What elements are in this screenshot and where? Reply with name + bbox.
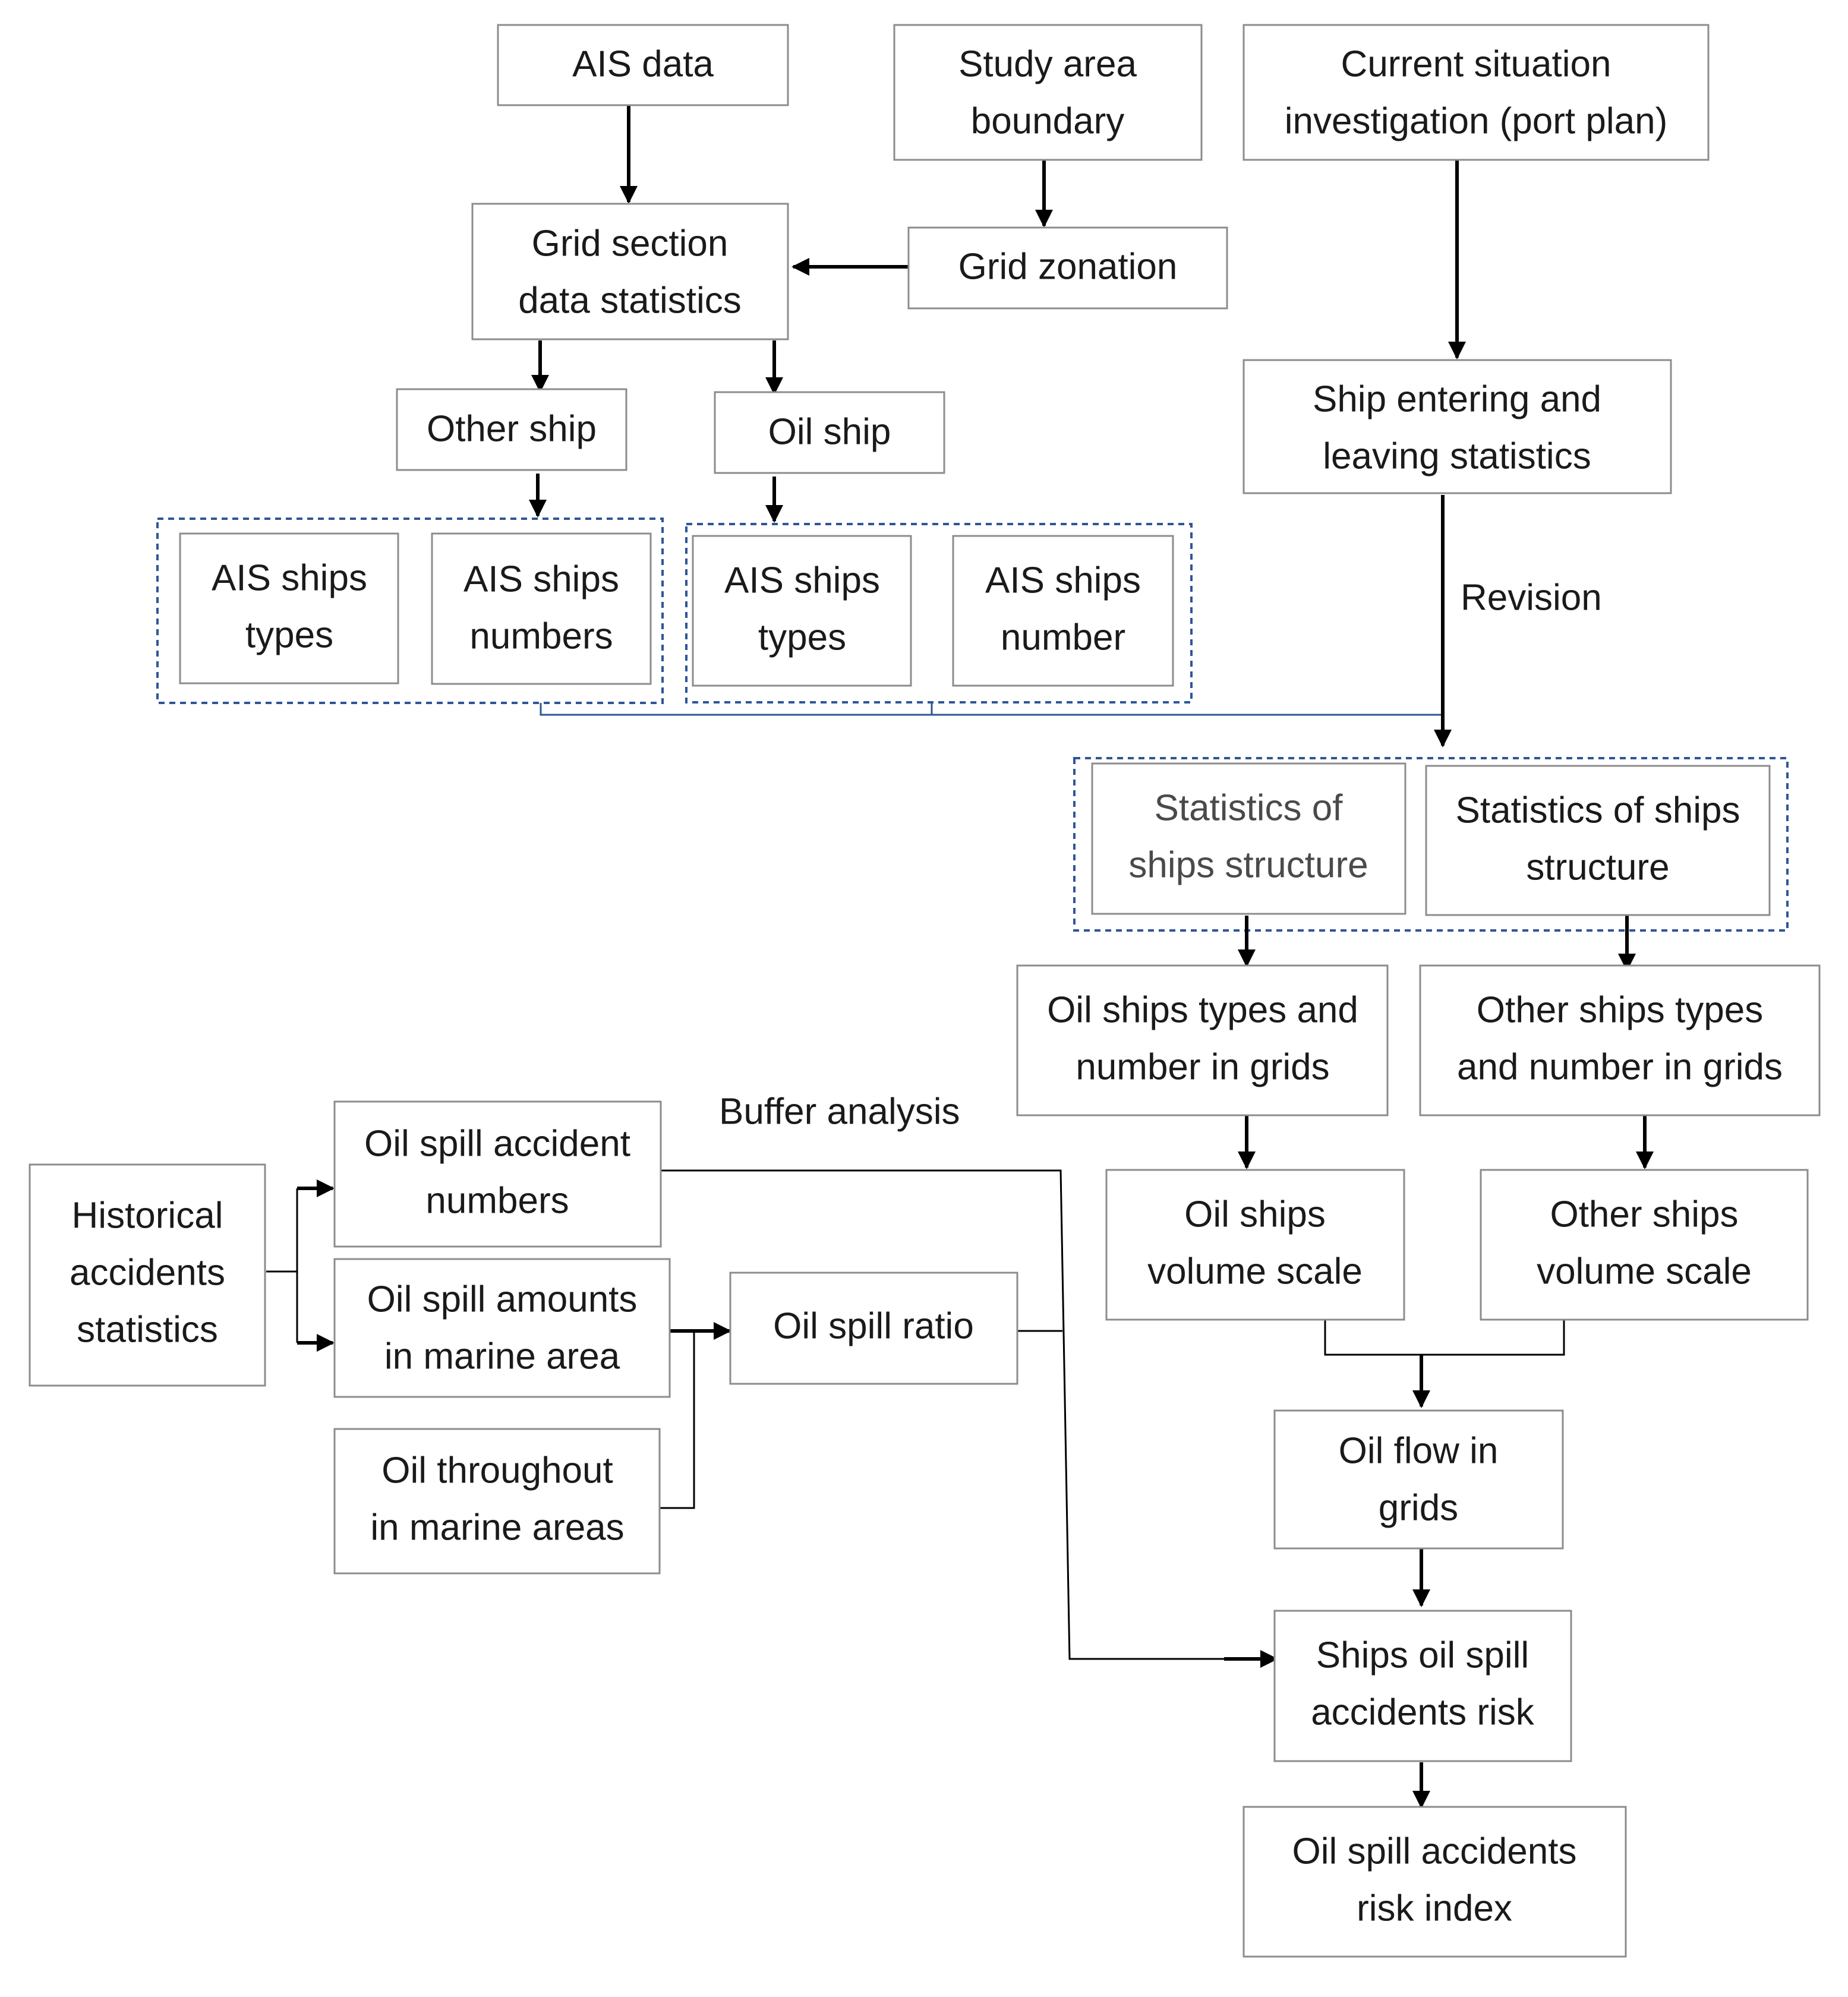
statistics-structure-a-label-line2: ships structure — [1128, 844, 1368, 885]
statistics-structure-b-box: Statistics of ships structure — [1425, 765, 1771, 916]
statistics-structure-a-box: Statistics of ships structure — [1091, 762, 1407, 915]
current-situation-label-line2: investigation (port plan) — [1285, 100, 1667, 141]
spill-amounts-label-line2: in marine area — [384, 1336, 620, 1377]
other-ship-label: Other ship — [427, 408, 597, 449]
oil-ship-box: Oil ship — [714, 391, 945, 474]
study-area-box: Study area boundary — [893, 24, 1203, 161]
grid-section-box: Grid section data statistics — [471, 203, 789, 340]
risk-box: Ships oil spill accidents risk — [1273, 1610, 1572, 1762]
risk-index-label-line1: Oil spill accidents — [1292, 1831, 1577, 1872]
historical-label-line1: Historical — [72, 1195, 223, 1236]
historical-label-line2: accidents — [70, 1252, 225, 1293]
revision-label: Revision — [1461, 577, 1602, 618]
other-ais-types-box: AIS ships types — [179, 532, 399, 684]
other-volume-label-line2: volume scale — [1537, 1251, 1752, 1292]
ship-entering-label-line1: Ship entering and — [1313, 378, 1601, 419]
other-types-grids-label-line1: Other ships types — [1477, 989, 1763, 1030]
other-ais-numbers-label-line2: numbers — [469, 616, 613, 657]
oil-ais-types-label-line2: types — [758, 617, 846, 658]
study-area-label-line2: boundary — [971, 100, 1125, 141]
grid-zonation-box: Grid zonation — [907, 226, 1228, 310]
spill-numbers-box: Oil spill accident numbers — [333, 1100, 662, 1248]
oil-types-grids-box: Oil ships types and number in grids — [1016, 964, 1389, 1116]
spill-ratio-box: Oil spill ratio — [729, 1272, 1018, 1385]
oil-ship-label: Oil ship — [768, 411, 891, 452]
oil-ais-types-box: AIS ships types — [692, 535, 912, 687]
oil-ais-number-label-line1: AIS ships — [985, 560, 1141, 601]
oil-ais-number-label-line2: number — [1001, 617, 1125, 658]
other-ais-numbers-box: AIS ships numbers — [431, 532, 652, 685]
edge-groups-merge — [540, 703, 1443, 716]
oil-types-grids-label-line2: number in grids — [1076, 1046, 1329, 1087]
other-ais-types-label-line1: AIS ships — [212, 557, 367, 598]
throughout-label-line1: Oil throughout — [381, 1450, 613, 1491]
other-volume-label-line1: Other ships — [1550, 1194, 1738, 1235]
ship-entering-label-line2: leaving statistics — [1323, 436, 1591, 477]
spill-amounts-label-line1: Oil spill amounts — [367, 1279, 638, 1320]
other-ais-types-label-line2: types — [245, 614, 333, 655]
oil-ship-group-frame — [685, 523, 1193, 703]
oil-ais-number-box: AIS ships number — [952, 535, 1174, 687]
edge-volumes-merge — [1324, 1320, 1565, 1356]
other-ship-box: Other ship — [396, 388, 627, 471]
throughout-label-line2: in marine areas — [370, 1507, 624, 1548]
statistics-group-frame — [1073, 757, 1789, 932]
risk-label-line1: Ships oil spill — [1316, 1635, 1529, 1676]
spill-numbers-label-line1: Oil spill accident — [364, 1123, 630, 1164]
risk-index-box: Oil spill accidents risk index — [1242, 1806, 1627, 1958]
spill-numbers-label-line2: numbers — [425, 1180, 569, 1221]
edges — [266, 106, 1654, 1809]
spill-ratio-label: Oil spill ratio — [773, 1305, 974, 1346]
spill-amounts-box: Oil spill amounts in marine area — [333, 1258, 671, 1398]
oil-flow-box: Oil flow in grids — [1273, 1409, 1564, 1550]
nodes: AIS data Study area boundary Current sit… — [29, 24, 1821, 1958]
oil-volume-label-line1: Oil ships — [1184, 1194, 1326, 1235]
historical-box: Historical accidents statistics — [29, 1163, 266, 1387]
oil-volume-label-line2: volume scale — [1147, 1251, 1363, 1292]
risk-label-line2: accidents risk — [1311, 1692, 1535, 1733]
other-volume-box: Other ships volume scale — [1480, 1169, 1809, 1321]
oil-volume-box: Oil ships volume scale — [1105, 1169, 1405, 1321]
ship-entering-box: Ship entering and leaving statistics — [1242, 359, 1672, 494]
grid-section-label-line1: Grid section — [532, 223, 729, 264]
grid-section-label-line2: data statistics — [518, 280, 742, 321]
ais-data-box: AIS data — [497, 24, 789, 106]
current-situation-label-line1: Current situation — [1341, 43, 1612, 84]
historical-label-line3: statistics — [77, 1309, 218, 1350]
statistics-structure-a-label-line1: Statistics of — [1155, 787, 1344, 828]
statistics-structure-b-label-line2: structure — [1526, 847, 1669, 888]
statistics-structure-b-label-line1: Statistics of ships — [1456, 790, 1740, 831]
grid-zonation-label: Grid zonation — [958, 246, 1178, 287]
oil-ais-types-label-line1: AIS ships — [724, 560, 880, 601]
buffer-analysis-label: Buffer analysis — [719, 1091, 960, 1132]
current-situation-box: Current situation investigation (port pl… — [1242, 24, 1710, 161]
ais-data-label: AIS data — [572, 43, 714, 84]
other-types-grids-box: Other ships types and number in grids — [1419, 964, 1821, 1116]
other-types-grids-label-line2: and number in grids — [1457, 1046, 1783, 1087]
oil-flow-label-line1: Oil flow in — [1339, 1430, 1499, 1471]
throughout-box: Oil throughout in marine areas — [333, 1428, 661, 1575]
other-ais-numbers-label-line1: AIS ships — [463, 559, 619, 600]
edge-throughout-connector — [660, 1331, 695, 1509]
risk-index-label-line2: risk index — [1357, 1888, 1512, 1929]
edge-buffer-analysis — [661, 1169, 1266, 1660]
study-area-label-line1: Study area — [958, 43, 1137, 84]
oil-flow-label-line2: grids — [1379, 1487, 1458, 1528]
oil-types-grids-label-line1: Oil ships types and — [1047, 989, 1358, 1030]
other-ship-group-frame — [156, 518, 664, 704]
